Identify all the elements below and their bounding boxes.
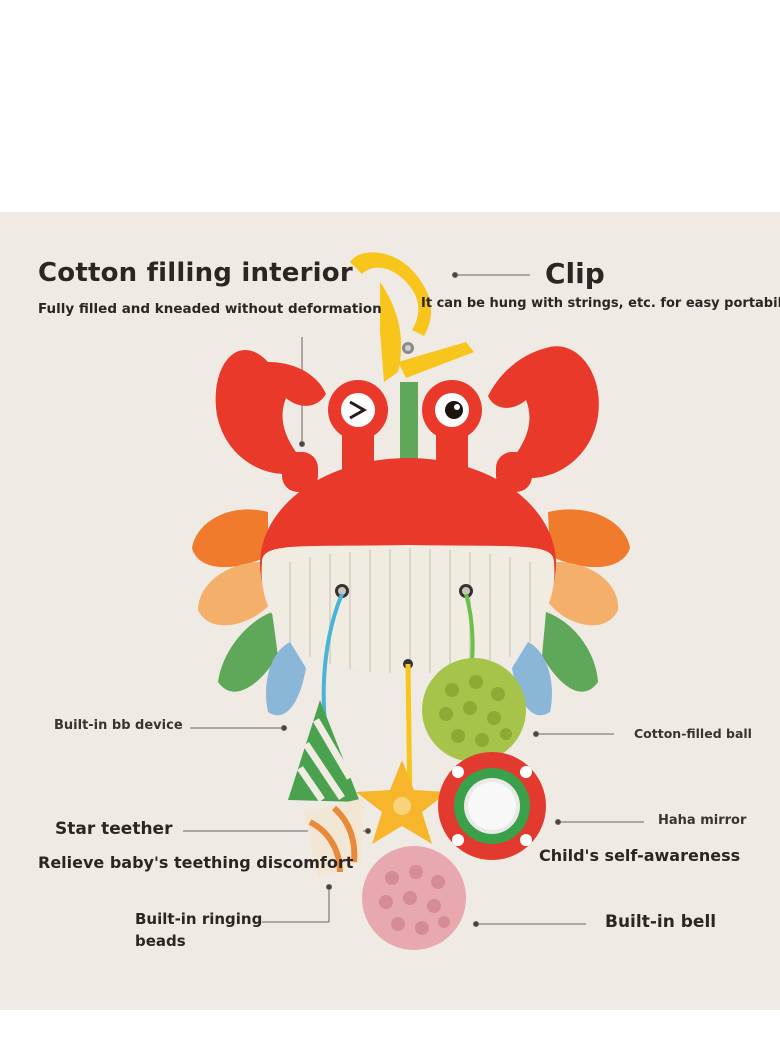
clip-desc: It can be hung with strings, etc. for ea…	[421, 296, 780, 311]
star-teether-title: Star teether	[55, 819, 173, 839]
haha-mirror-label: Haha mirror	[658, 813, 747, 828]
ribbon-loop	[400, 382, 418, 462]
self-awareness-label: Child's self-awareness	[539, 846, 741, 865]
cotton-filled-ball	[422, 658, 526, 762]
clip-icon	[350, 252, 474, 382]
bb-device-triangle	[288, 700, 360, 802]
crab-claws	[215, 346, 599, 492]
star-teether-desc: Relieve baby's teething discomfort	[38, 853, 354, 872]
crab-body	[260, 458, 556, 674]
cotton-filling-title: Cotton filling interior	[38, 258, 353, 288]
ringing-beads-label-line2: beads	[135, 932, 186, 950]
crab-eyes	[328, 380, 482, 474]
mirror-icon	[438, 752, 546, 860]
cotton-ball-label: Cotton-filled ball	[634, 726, 752, 741]
crab-legs	[192, 509, 630, 716]
ringing-beads-label-line1: Built-in ringing	[135, 910, 263, 928]
clip-title: Clip	[545, 257, 605, 290]
product-panel: Cotton filling interior Fully filled and…	[0, 212, 780, 1010]
shell-pocket	[304, 798, 364, 878]
cotton-filling-desc: Fully filled and kneaded without deforma…	[38, 301, 382, 317]
crab-toy-illustration	[183, 252, 644, 950]
bell-label: Built-in bell	[605, 912, 717, 932]
ringing-beads-ball-icon	[362, 846, 466, 950]
bb-device-label: Built-in bb device	[54, 718, 183, 733]
